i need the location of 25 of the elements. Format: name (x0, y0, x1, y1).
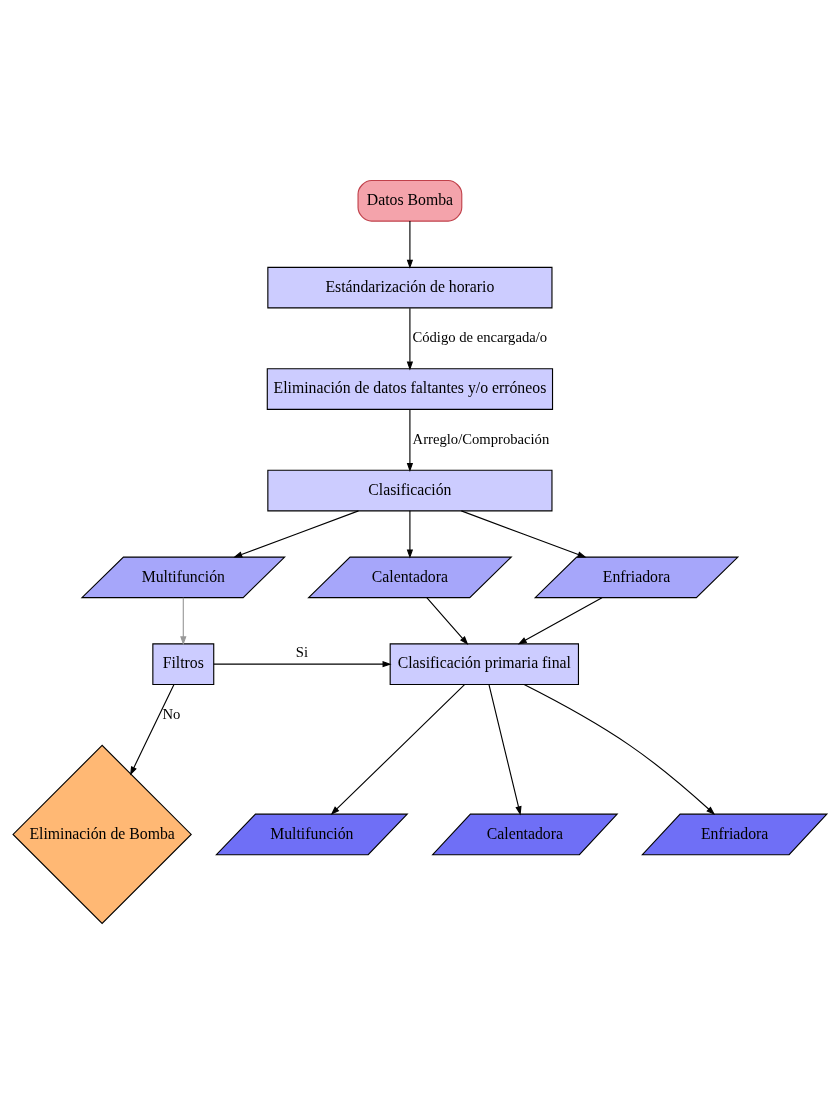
edge-label: Arreglo/Comprobación (412, 430, 550, 447)
edge-label: Código de encargada/o (412, 328, 548, 345)
arrow (180, 596, 187, 645)
arrow (517, 596, 603, 644)
arrow (406, 509, 414, 559)
node-diamond: Eliminación de Bomba (12, 744, 192, 924)
arrow (233, 509, 360, 558)
arrow (406, 220, 414, 269)
arrow (426, 596, 469, 645)
arrow (130, 683, 175, 776)
arrow (406, 307, 414, 370)
node-box: Clasificación primaria final (389, 642, 580, 685)
arrow (330, 683, 466, 815)
node-box: Eliminación de datos faltantes y/o erróneos (266, 367, 554, 410)
arrow (488, 683, 522, 815)
node-box: Clasificación (267, 469, 553, 511)
node-box: Datos Bomba (357, 179, 463, 222)
arrow (213, 660, 392, 667)
node-box: Filtros (152, 642, 215, 685)
edge-label: No (162, 705, 181, 722)
arrow (406, 408, 414, 472)
arrow (523, 683, 716, 815)
edge-label: Si (295, 643, 309, 660)
arrow (460, 509, 587, 558)
node-box: Estándarización de horario (267, 266, 553, 308)
